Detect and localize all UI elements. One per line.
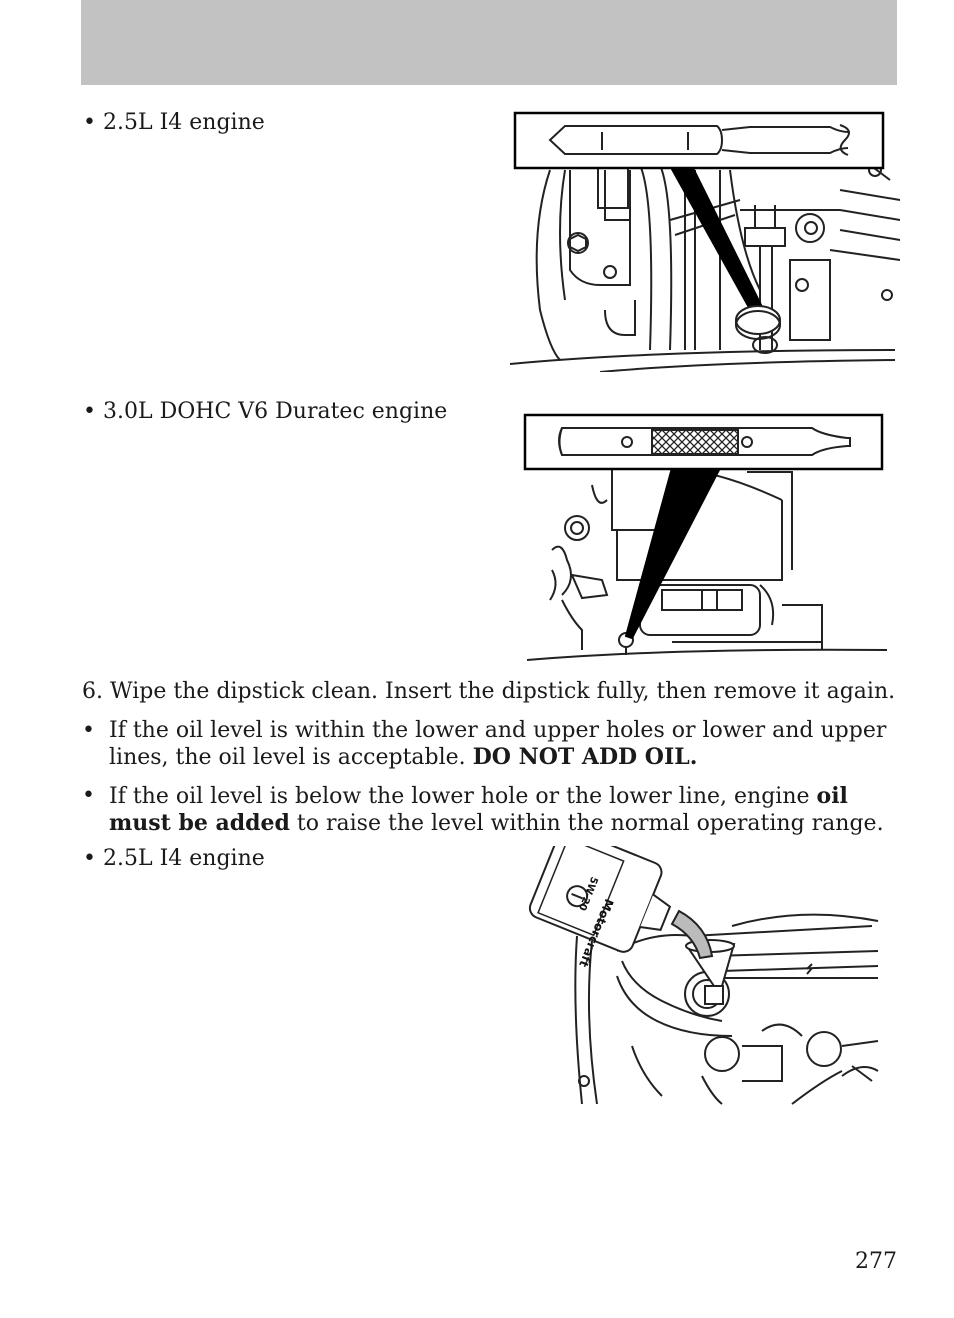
item-acceptable-text: If the oil level is within the lower and… <box>109 718 892 771</box>
item-add-oil-bold: oil must be added <box>109 783 848 836</box>
page-number: 277 <box>855 1249 897 1274</box>
item-add-oil-text: If the oil level is below the lower hole… <box>109 783 892 837</box>
add-oil-illustration: Motorcraft 5W-20 <box>528 846 879 1105</box>
bullet-text: 3.0L DOHC V6 Duratec engine <box>103 399 448 424</box>
item-acceptable: • If the oil level is within the lower a… <box>82 718 892 771</box>
bullet-text: 2.5L I4 engine <box>103 846 265 871</box>
item-add-oil-before: If the oil level is below the lower hole… <box>109 784 810 809</box>
bullet-dot: • <box>82 783 95 808</box>
bullet-dot: • <box>83 110 96 135</box>
item-add-oil-after: to raise the level within the normal ope… <box>296 811 884 836</box>
item-add-oil: • If the oil level is below the lower ho… <box>82 783 892 837</box>
bullet-engine-25-bottom: • 2.5L I4 engine <box>83 846 265 872</box>
item-acceptable-bold: DO NOT ADD OIL. <box>472 744 698 770</box>
bullet-text: 2.5L I4 engine <box>103 110 265 135</box>
header-bar <box>81 0 897 85</box>
dipstick-30l-illustration <box>523 413 888 661</box>
bullet-engine-25-top: • 2.5L I4 engine <box>83 110 265 136</box>
bullet-engine-30: • 3.0L DOHC V6 Duratec engine <box>83 399 447 425</box>
bullet-dot: • <box>82 718 95 743</box>
item-acceptable-body: If the oil level is within the lower and… <box>109 718 887 770</box>
dipstick-25l-illustration <box>510 111 900 372</box>
bullet-dot: • <box>83 846 96 871</box>
step-6: 6. Wipe the dipstick clean. Insert the d… <box>82 679 896 704</box>
bullet-dot: • <box>83 399 96 424</box>
